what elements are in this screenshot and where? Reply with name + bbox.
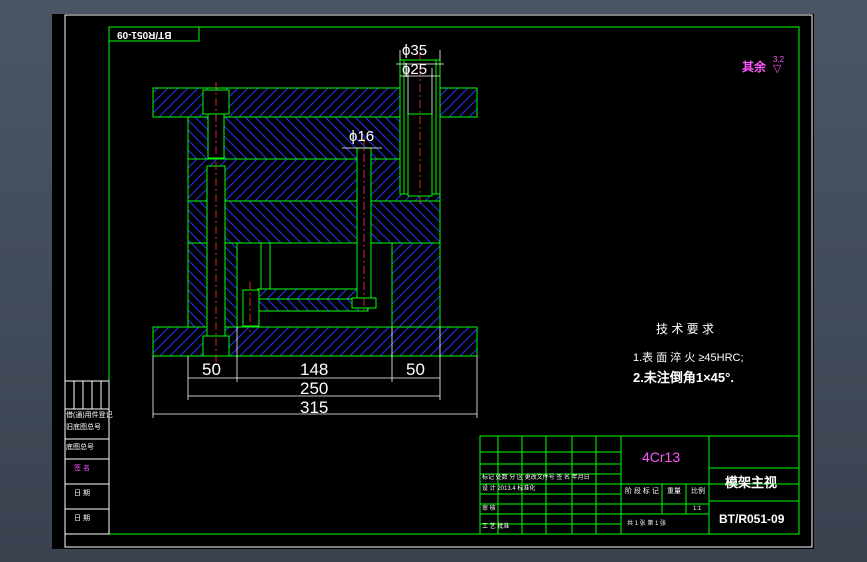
ejector-screw — [242, 289, 260, 327]
tb-row-process: 工 艺 批准 — [482, 524, 510, 530]
mold-assembly — [152, 59, 478, 357]
drawing-sheet: BT/R051-09 其余 3.2 ▽ ϕ35 ϕ25 ϕ16 50 148 5… — [52, 14, 814, 549]
tb-row-marks: 标记 处数 分 区 更改文件号 签 名 年月日 — [482, 475, 590, 481]
drawing-title: 模架主视 — [725, 475, 778, 490]
centerlines — [215, 52, 421, 364]
left-block-row3: 底图总号 — [66, 444, 94, 451]
core-plate — [187, 158, 441, 202]
dim-50-left: 50 — [202, 360, 221, 379]
tech-requirement-2: 2.未注倒角1×45°. — [633, 370, 734, 385]
tb-row-review: 审 核 — [482, 506, 496, 512]
left-block-grid — [64, 380, 110, 535]
mold-base-drawing — [64, 14, 813, 548]
drawing-number: BT/R051-09 — [719, 512, 785, 526]
roughness-label: 其余 — [742, 60, 767, 74]
material: 4Cr13 — [642, 449, 681, 465]
roughness-symbol-icon: ▽ — [773, 63, 782, 75]
spacer-block-right — [391, 242, 441, 328]
left-block-row5: 日 期 — [74, 490, 90, 497]
dim-50-right: 50 — [406, 360, 425, 379]
bottom-clamp-plate — [152, 326, 478, 357]
dim-d16: ϕ16 — [349, 128, 375, 145]
dim-d25: ϕ25 — [402, 61, 428, 78]
tb-stage-label: 阶 段 标 记 — [625, 488, 659, 495]
left-block-row6: 日 期 — [74, 515, 90, 522]
support-plate — [187, 200, 441, 244]
dim-148: 148 — [300, 360, 329, 379]
left-block-row4: 签 名 — [74, 465, 90, 472]
dim-250: 250 — [300, 379, 329, 398]
tb-weight-label: 重量 — [667, 488, 681, 495]
dim-d35: ϕ35 — [402, 42, 428, 59]
left-block-row2: 旧底图总号 — [66, 424, 101, 431]
left-block-row1: 借(通)用件登记 — [66, 412, 113, 419]
inner-frame — [108, 26, 800, 535]
tb-row-design: 设 计 2013.4 标准化 — [482, 486, 536, 492]
tech-requirement-1: 1.表 面 淬 火 ≥45HRC; — [633, 352, 744, 364]
tb-sheets: 共 1 张 第 1 张 — [627, 521, 667, 527]
tb-scale-label: 比例 — [691, 488, 705, 495]
code-box — [108, 26, 200, 42]
outer-frame — [64, 14, 813, 548]
dimension-lines — [152, 50, 478, 418]
title-block — [479, 435, 800, 535]
tb-scale-value: 1:1 — [693, 506, 702, 512]
drawing-code-mirrored: BT/R051-09 — [117, 29, 172, 40]
dim-315: 315 — [300, 398, 329, 417]
roughness-value: 3.2 — [773, 55, 785, 64]
tech-requirements-title: 技 术 要 求 — [656, 322, 715, 336]
